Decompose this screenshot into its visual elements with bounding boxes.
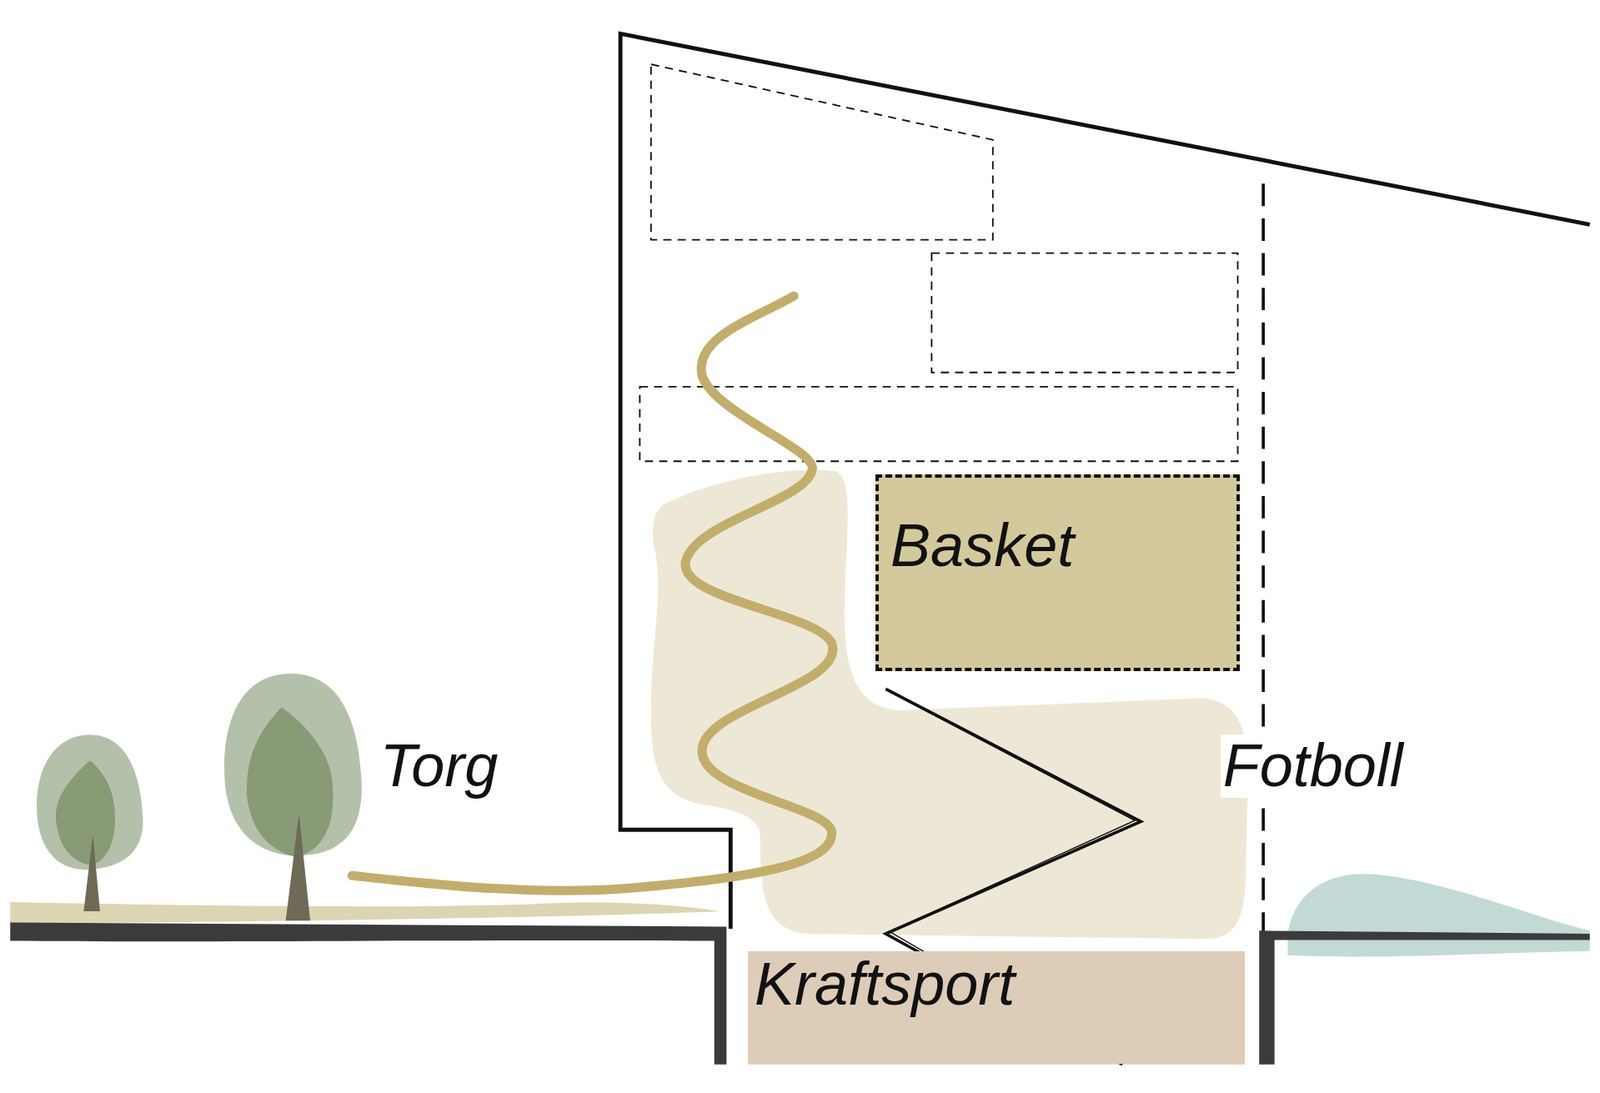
tree bbox=[246, 707, 333, 858]
level-outline bbox=[931, 253, 1238, 373]
ground-line bbox=[10, 922, 727, 1065]
torg-label: Torg bbox=[377, 734, 501, 798]
ground-strip bbox=[10, 902, 720, 924]
tree bbox=[55, 760, 116, 866]
boundary-line bbox=[1261, 183, 1265, 934]
water bbox=[1288, 873, 1590, 957]
area-label: Kraftsport bbox=[751, 952, 1019, 1017]
tree bbox=[36, 734, 143, 870]
level-outline bbox=[651, 64, 994, 241]
level-outline bbox=[639, 386, 1238, 462]
kraftsport-hall bbox=[747, 951, 1245, 1065]
tree-trunk bbox=[83, 834, 101, 912]
area-label: Fotboll bbox=[1220, 734, 1406, 798]
route-line bbox=[351, 295, 833, 891]
ground-line bbox=[1258, 930, 1590, 1064]
kraftsport-hall: Kraftsport bbox=[747, 951, 1245, 1065]
tree-trunk bbox=[285, 813, 311, 922]
area-label: Torg bbox=[377, 734, 501, 798]
activity-area bbox=[651, 469, 1249, 939]
basket-court: Basket bbox=[875, 474, 1240, 672]
fotboll-label: Fotboll bbox=[1220, 734, 1406, 798]
area-label: Basket bbox=[887, 514, 1078, 578]
